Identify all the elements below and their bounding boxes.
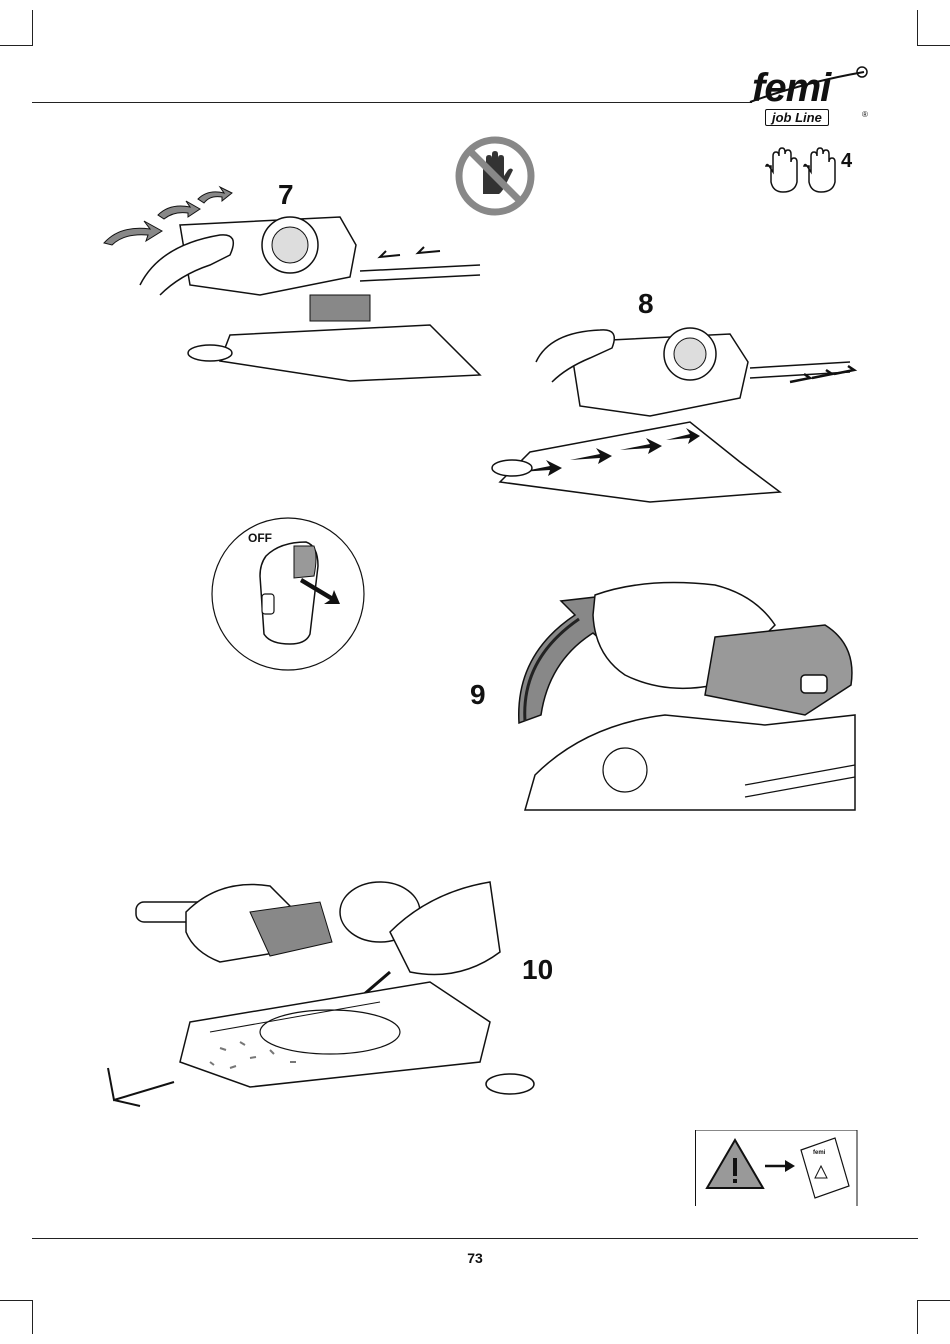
crop-mark-bottom-left-h [0,1300,32,1301]
hands-icon [765,146,841,194]
figure-7-saw-illustration [100,185,500,395]
footer-rule [32,1238,918,1239]
figure-9-saw-illustration [505,575,860,815]
switch-detail-circle [210,516,366,672]
figure-10-cleaning-illustration [100,872,540,1122]
brand-subline: job Line [765,109,829,126]
crop-mark-top-left-h [0,45,32,46]
crop-mark-top-right-v [917,10,918,46]
crop-mark-top-right-h [918,45,950,46]
crop-mark-bottom-left-v [32,1300,33,1334]
gloves-count: 4 [841,150,852,173]
brand-name: femi [752,68,830,108]
crop-mark-bottom-right-h [918,1300,950,1301]
switch-off-label: OFF [248,531,272,545]
figure-8-saw-illustration [490,312,870,512]
brand-registered: ® [862,110,868,119]
crop-mark-bottom-right-v [917,1300,918,1334]
svg-text:femi: femi [813,1150,826,1156]
warning-read-manual-icon: femi [695,1130,859,1206]
figure-9-label: 9 [470,681,486,709]
crop-mark-top-left-v [32,10,33,46]
header-rule [32,102,752,103]
page-number: 73 [0,1250,950,1266]
